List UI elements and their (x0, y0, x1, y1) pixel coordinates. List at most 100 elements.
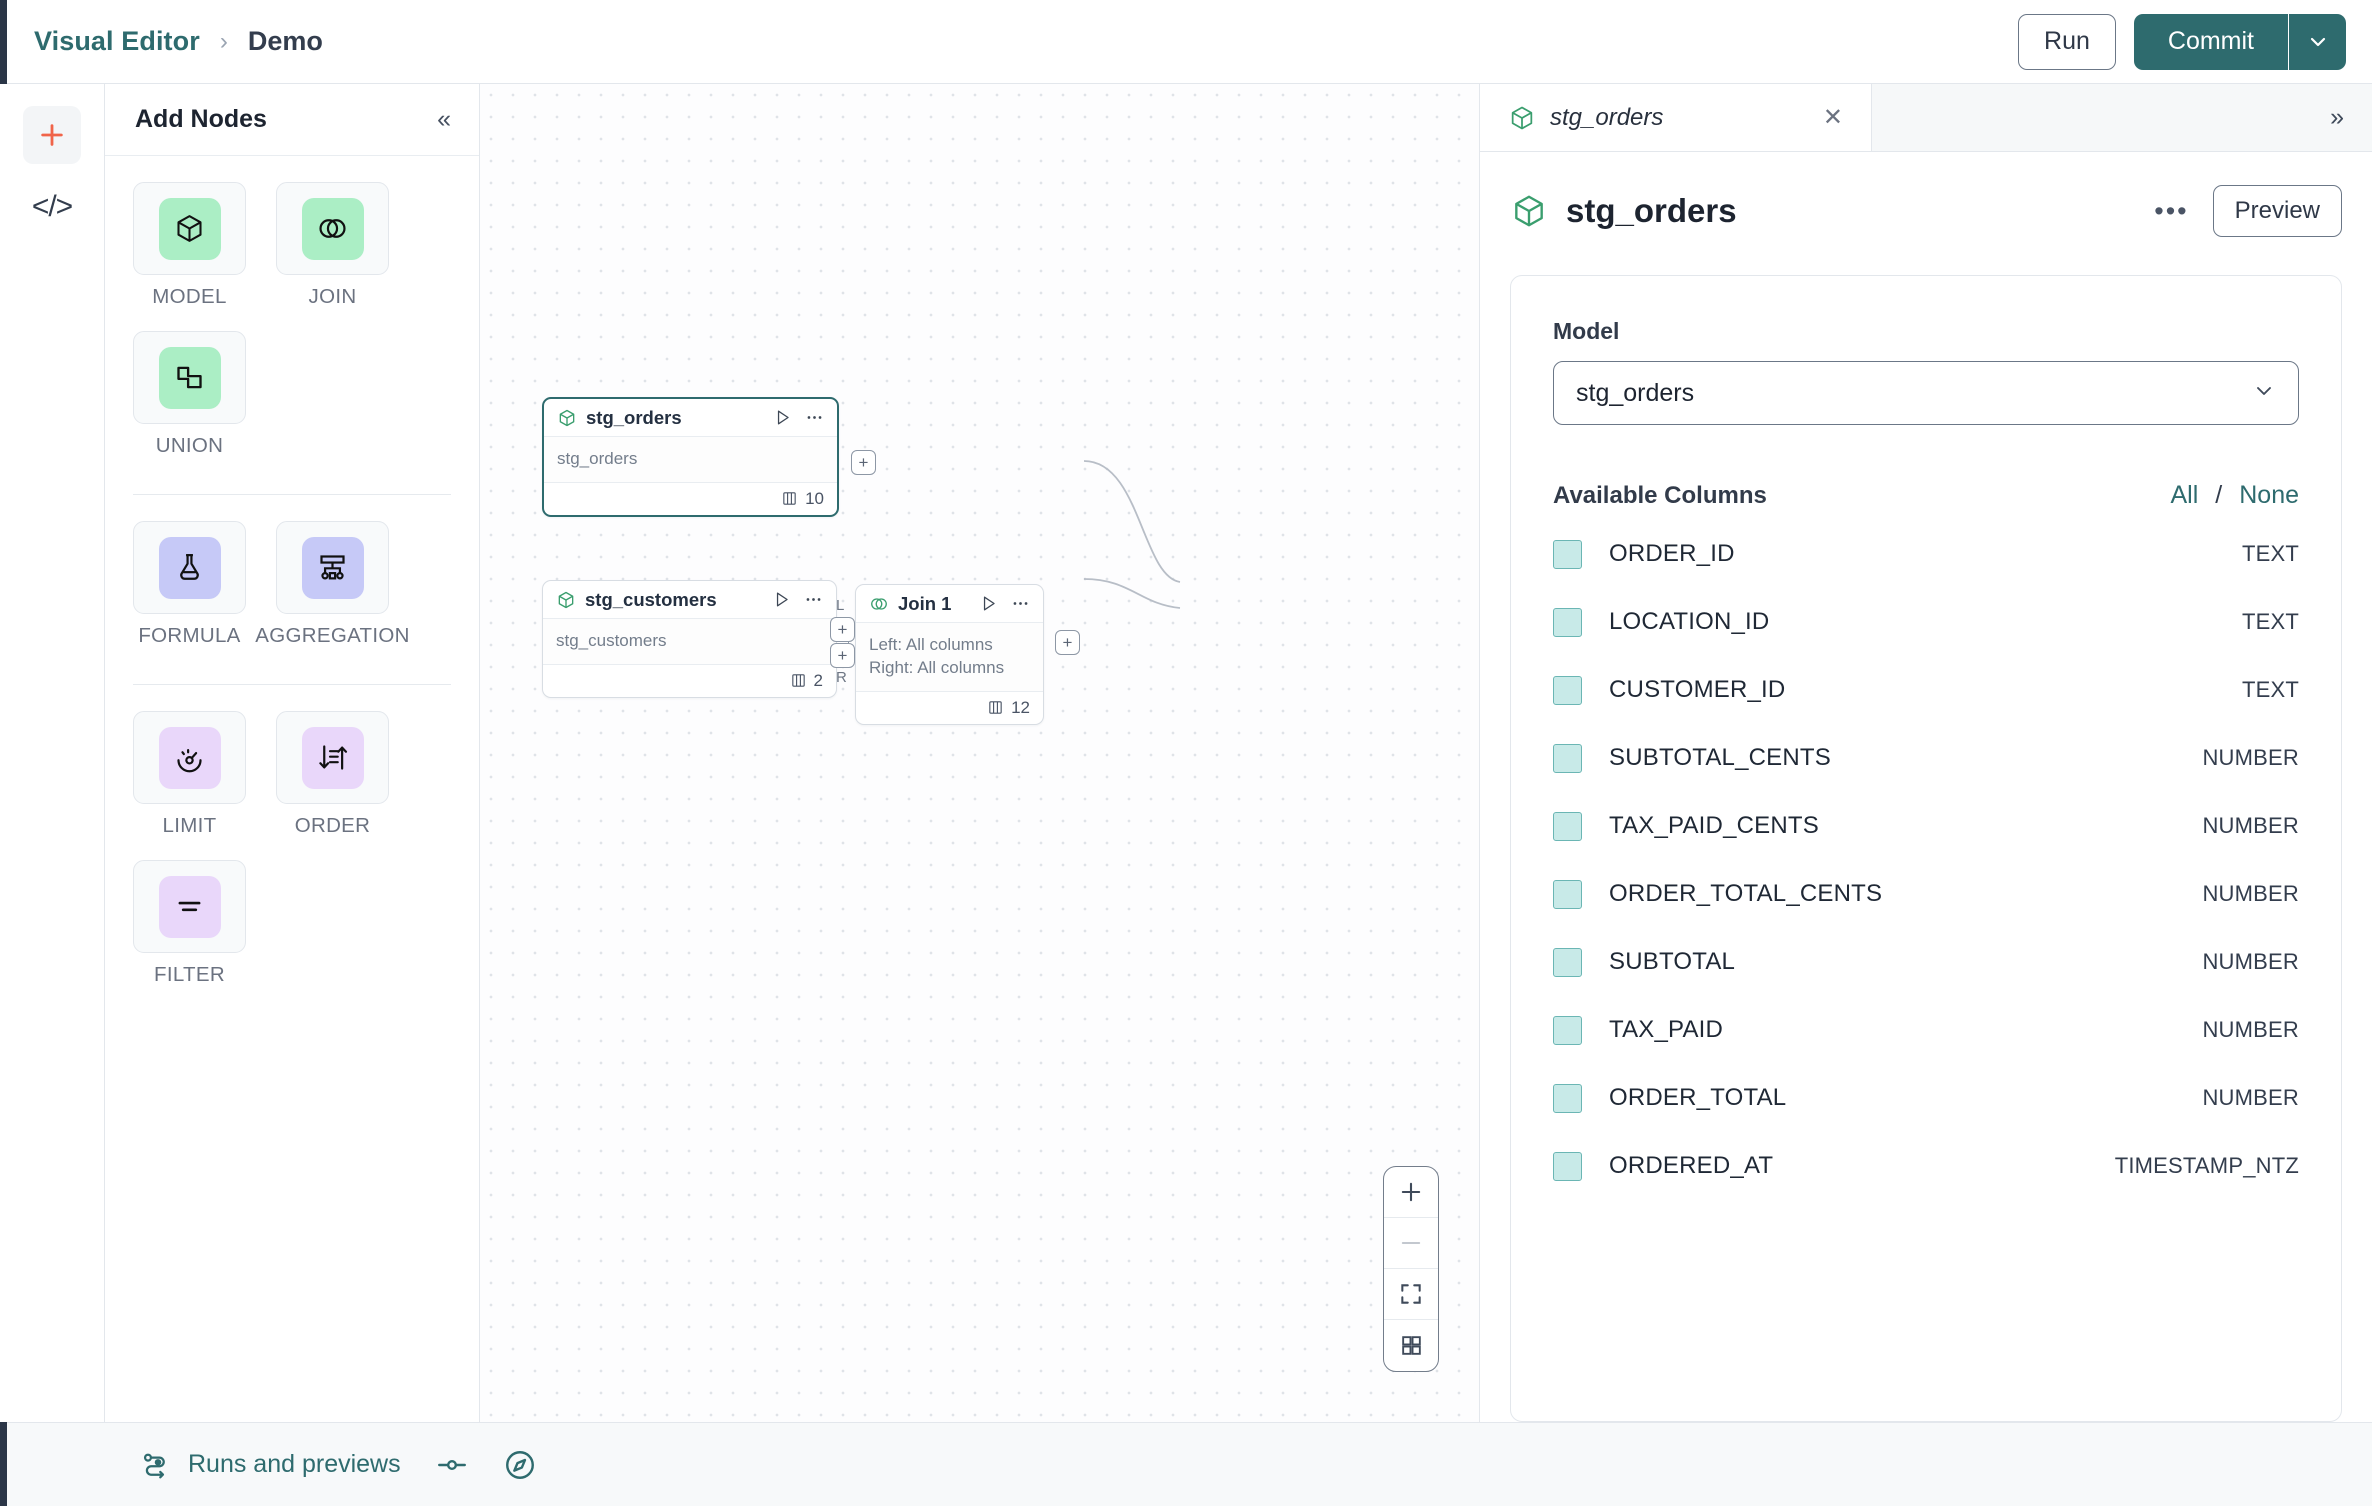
node-menu-icon[interactable] (804, 590, 823, 609)
join-right-handle-label: R (836, 669, 847, 686)
column-checkbox[interactable] (1553, 879, 1582, 909)
commit-dropdown-button[interactable] (2288, 13, 2346, 70)
run-button[interactable]: Run (2018, 13, 2116, 70)
flow-node-subtitle: stg_orders (544, 437, 837, 483)
flow-node-header: stg_customers (543, 581, 836, 619)
fit-frame-icon (1401, 1284, 1421, 1304)
flow-node-join-summary: Left: All columns Right: All columns (856, 623, 1043, 692)
column-checkbox[interactable] (1553, 1083, 1582, 1113)
breadcrumb-separator-icon: › (219, 27, 228, 55)
gauge-icon (177, 748, 202, 773)
breadcrumb-visual-editor[interactable]: Visual Editor (34, 26, 200, 56)
breadcrumb-current-demo: Demo (247, 26, 323, 56)
node-menu-icon[interactable] (1011, 594, 1030, 613)
column-checkbox[interactable] (1553, 1015, 1582, 1045)
model-select[interactable]: stg_orders (1553, 361, 2299, 425)
flow-node-join-1[interactable]: Join 1 Left: All columns Right: All colu… (830, 584, 1080, 725)
inspector-panel: stg_orders ✕ » stg_orders ••• Preview Mo… (1480, 84, 2372, 1422)
columns-icon (989, 701, 1002, 715)
node-palette-item-order[interactable]: ORDER (276, 711, 389, 838)
join-right-input-handle[interactable]: + (830, 643, 855, 668)
select-none-link[interactable]: None (2239, 481, 2299, 509)
node-output-handle[interactable]: + (851, 450, 876, 475)
inspector-tabs: stg_orders ✕ » (1480, 84, 2372, 152)
node-palette-item-aggregation[interactable]: AGGREGATION (255, 521, 409, 648)
column-type: NUMBER (2202, 813, 2299, 838)
column-name: ORDER_ID (1609, 540, 1735, 567)
select-all-link[interactable]: All (2170, 481, 2199, 509)
column-checkbox[interactable] (1553, 539, 1582, 569)
column-checkbox[interactable] (1553, 811, 1582, 841)
cube-icon (1515, 195, 1543, 227)
run-node-icon[interactable] (979, 594, 998, 613)
join-left-input-handle[interactable]: + (830, 617, 855, 642)
available-columns-title: Available Columns (1553, 481, 1767, 509)
node-menu-icon[interactable] (805, 408, 824, 427)
edge-layer (1083, 460, 1181, 609)
code-view-button[interactable]: </> (31, 190, 73, 223)
cube-icon (177, 215, 202, 242)
node-palette-item-join[interactable]: JOIN (276, 182, 389, 309)
column-type: NUMBER (2202, 881, 2299, 906)
node-palette-item-limit[interactable]: LIMIT (133, 711, 246, 838)
flow-node-title: stg_customers (585, 588, 717, 610)
zoom-out-button[interactable] (1384, 1218, 1438, 1269)
node-label: FORMULA (138, 624, 241, 647)
node-palette-item-model[interactable]: MODEL (133, 182, 246, 309)
runs-toggle-button[interactable] (435, 1448, 469, 1482)
commit-button[interactable]: Commit (2133, 13, 2288, 70)
node-palette-item-union[interactable]: UNION (133, 331, 246, 458)
tab-stg-orders[interactable]: stg_orders ✕ (1480, 84, 1872, 151)
node-label: ORDER (294, 814, 371, 837)
explore-button[interactable] (503, 1448, 537, 1482)
runs-and-previews-button[interactable]: Runs and previews (140, 1449, 401, 1481)
node-palette-item-formula[interactable]: FORMULA (133, 521, 246, 648)
node-palette-item-filter[interactable]: FILTER (133, 860, 246, 987)
column-type: NUMBER (2202, 949, 2299, 974)
sort-arrows-icon (319, 745, 348, 770)
flow-canvas[interactable]: stg_orders stg_orders 10 + stg_custo (480, 84, 1480, 1422)
node-label: MODEL (152, 285, 227, 308)
column-checkbox[interactable] (1553, 675, 1582, 705)
close-icon[interactable]: ✕ (1822, 104, 1843, 131)
column-checkbox[interactable] (1553, 947, 1582, 977)
column-name: LOCATION_ID (1609, 608, 1770, 635)
column-checkbox[interactable] (1553, 743, 1582, 773)
add-node-button[interactable] (23, 106, 81, 164)
collapse-panel-button[interactable]: « (437, 105, 451, 133)
breadcrumb: Visual Editor › Demo (34, 26, 323, 57)
slider-toggle-icon (437, 1459, 466, 1470)
cube-icon (558, 591, 574, 608)
fit-view-button[interactable] (1384, 1269, 1438, 1320)
run-node-icon[interactable] (773, 408, 792, 427)
top-bar: Visual Editor › Demo Run Commit (0, 0, 2372, 84)
node-group-sources: MODEL JOIN UNION (133, 182, 451, 480)
compass-icon (505, 1450, 534, 1479)
zoom-in-button[interactable] (1384, 1167, 1438, 1218)
toggle-minimap-button[interactable] (1384, 1320, 1438, 1371)
join-output-handle[interactable]: + (1055, 630, 1080, 655)
column-name: SUBTOTAL_CENTS (1609, 744, 1831, 771)
flow-node-stg-orders[interactable]: stg_orders stg_orders 10 + (542, 397, 876, 517)
column-checkbox[interactable] (1553, 1151, 1582, 1181)
overflow-menu-icon[interactable]: ••• (2154, 195, 2189, 226)
flow-node-stg-customers[interactable]: stg_customers stg_customers 2 + (542, 580, 873, 698)
chevron-down-icon (2252, 379, 2276, 408)
run-node-icon[interactable] (772, 590, 791, 609)
preview-button[interactable]: Preview (2212, 185, 2342, 237)
expand-panel-button[interactable]: » (2330, 103, 2344, 131)
column-checkbox[interactable] (1553, 607, 1582, 637)
flow-node-footer: 2 (543, 665, 836, 697)
inspector-title-row: stg_orders ••• Preview (1480, 152, 2372, 237)
